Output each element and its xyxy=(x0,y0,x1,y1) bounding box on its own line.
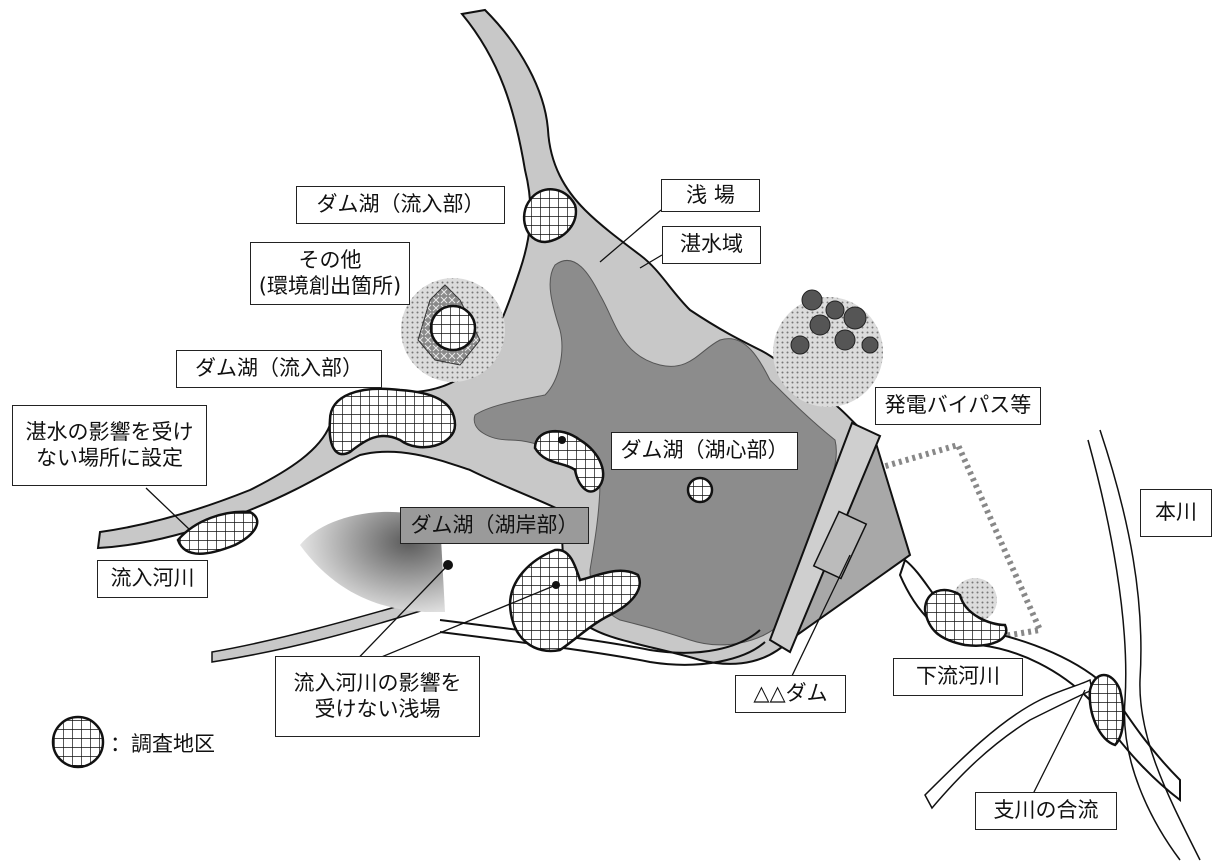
label-main-river: 本川 xyxy=(1140,489,1212,537)
label-tributary-confluence: 支川の合流 xyxy=(975,792,1117,830)
label-power-bypass: 発電バイパス等 xyxy=(875,387,1041,425)
label-dam-inflow-upper: ダム湖（流入部） xyxy=(296,186,505,224)
label-inundation: 湛水域 xyxy=(662,226,761,264)
dam-gate xyxy=(812,510,868,580)
label-shallows-not-affected: 流入河川の影響を 受けない浅場 xyxy=(275,656,480,737)
label-not-affected: 湛水の影響を受け ない場所に設定 xyxy=(12,405,207,486)
label-shallows-not-affected-line1: 流入河川の影響を xyxy=(293,671,462,696)
survey-area-confluence xyxy=(1088,673,1125,747)
survey-areas xyxy=(176,188,1125,747)
bypass-channel-inner xyxy=(439,631,766,666)
survey-area-downstream xyxy=(923,588,1008,647)
label-dam-shore: ダム湖（湖岸部） xyxy=(400,507,589,544)
label-shallows-not-affected-line2: 受けない浅場 xyxy=(314,696,441,721)
label-dam-inflow-left: ダム湖（流入部） xyxy=(176,350,382,388)
dam-crest xyxy=(768,421,882,654)
label-dam: △△ダム xyxy=(735,675,846,713)
label-dam-center: ダム湖（湖心部） xyxy=(611,432,798,470)
sample-point-shore-upper xyxy=(558,436,566,444)
label-downstream-river: 下流河川 xyxy=(893,658,1023,696)
label-other-environment: その他 (環境創出箇所) xyxy=(250,242,410,305)
label-other-line1: その他 xyxy=(298,248,362,273)
legend-text: ：調査地区 xyxy=(110,732,215,756)
survey-area-inflow-river xyxy=(176,510,259,555)
tributary-river xyxy=(924,678,1093,810)
power-bypass-route xyxy=(871,441,1045,643)
survey-area-upper-inflow xyxy=(522,188,578,244)
inflow-river-channel xyxy=(211,599,432,663)
tree-icons xyxy=(790,289,879,355)
survey-area-shore-upper xyxy=(533,429,605,493)
label-inflow-river: 流入河川 xyxy=(97,560,208,598)
label-other-line2: (環境創出箇所) xyxy=(258,273,402,298)
main-river-right-bank xyxy=(1099,429,1201,861)
label-not-affected-line1: 湛水の影響を受け xyxy=(25,420,194,445)
label-shallows: 浅 場 xyxy=(661,179,760,212)
survey-area-shore-lower xyxy=(508,548,641,653)
survey-area-left-inflow xyxy=(328,387,457,456)
bypass-channel xyxy=(439,619,761,654)
label-not-affected-line2: ない場所に設定 xyxy=(36,445,183,470)
survey-area-center xyxy=(686,476,714,504)
hatched-survey-area-icon xyxy=(51,715,105,769)
survey-area-environment xyxy=(429,304,477,352)
main-river-left-bank xyxy=(1087,439,1181,861)
